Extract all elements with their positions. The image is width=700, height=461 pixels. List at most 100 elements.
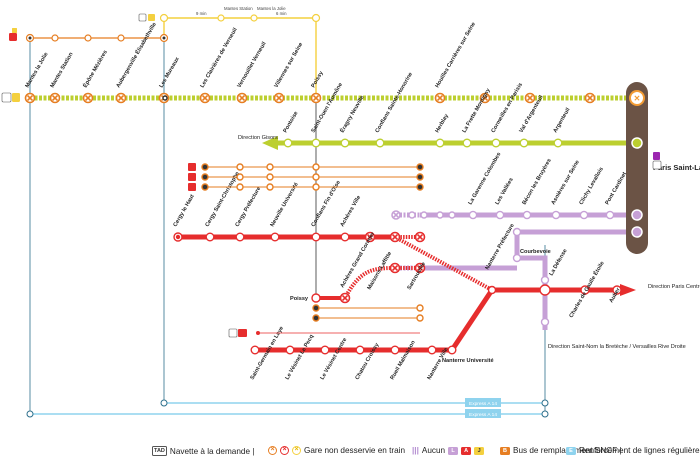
label-pont-cardinet: Pont Cardinet <box>605 171 629 206</box>
station-conflans-fin-doise <box>311 232 321 242</box>
label-la-defense: La Défense <box>549 248 569 277</box>
station-l-branch-c <box>540 317 550 327</box>
station-la-defense <box>539 284 551 296</box>
label-houilles: Houilles Carrières sur Seine <box>435 21 478 89</box>
label-herblay: Herblay <box>435 112 451 134</box>
station-vernouillet <box>236 92 248 104</box>
label-le-vesinet-pecq: Le Vésinet Le Pecq <box>285 333 316 381</box>
station-acheres-ville <box>340 232 350 242</box>
legend-gare-text: Gare non desservie en train <box>304 446 406 455</box>
line-l-icon: L <box>448 446 459 455</box>
label-vernouillet: Vernouillet Verneuil <box>237 41 268 89</box>
station-poissy-a <box>311 293 321 303</box>
station-nanterre-pref <box>487 285 497 295</box>
shuttle-stop-1-2 <box>266 173 274 181</box>
shuttle-low-0-0 <box>312 304 320 312</box>
station-maisons-laffitte <box>389 262 401 274</box>
station-poissy-j <box>310 92 322 104</box>
station-mantes-station <box>49 92 61 104</box>
station-les-clairieres <box>199 92 211 104</box>
station-cergy-le-haut-dot <box>175 234 181 240</box>
label-aubergenville: Aubergenville Élisabethville <box>114 21 158 89</box>
station-st-germain <box>250 345 260 355</box>
legend-navette: TAD Navette à la demande | <box>152 446 254 456</box>
label-cergy-st-christophe: Cergy Saint-Christophe <box>205 171 241 228</box>
station-l-closed <box>391 210 401 220</box>
station-eragny <box>340 138 350 148</box>
station-l-minor-3 <box>448 211 456 219</box>
label-cergy-le-haut: Cergy le Haut <box>173 194 196 228</box>
station-la-frette <box>462 138 472 148</box>
legend-renfort: E Renforcement de lignes régulières <box>566 446 700 455</box>
network-map: Express A 14 Express A 14 9 min 6 min Ma… <box>1 6 700 418</box>
label-nanterre-univ: Nanterre Université <box>442 358 494 364</box>
station-saint-ouen-laumone <box>311 138 321 148</box>
legend-renfort-text: Renforcement de lignes régulières <box>579 446 700 455</box>
station-acheres-x3 <box>414 231 426 243</box>
shuttle-low-0-1 <box>416 304 424 312</box>
station-houilles <box>434 92 446 104</box>
station-argenteuil <box>553 138 563 148</box>
label-les-vallees: Les Vallées <box>495 177 515 206</box>
shuttle-stop-2-4 <box>416 183 424 191</box>
label-pontoise: Pontoise <box>283 111 300 134</box>
station-acheres-gc <box>339 292 351 304</box>
bus-icon <box>188 183 196 191</box>
station-cormeilles <box>491 138 501 148</box>
station-villennes <box>273 92 285 104</box>
station-rueil <box>390 345 400 355</box>
label-acheres-ville: Achères Ville <box>340 195 363 228</box>
shuttle-stop-0-0 <box>201 163 209 171</box>
station-pont-cardinet <box>605 210 615 220</box>
station-chatou <box>355 345 365 355</box>
shuttle-stop-0-4 <box>416 163 424 171</box>
closed-station-icon: × <box>268 446 277 455</box>
shuttle-stop-0-1 <box>236 163 244 171</box>
line-j-icon: J <box>474 446 485 455</box>
legend-aucun: ||| Aucun L A J <box>412 446 485 455</box>
label-poissy-j: Poissy <box>311 70 326 89</box>
station-pontoise <box>283 138 293 148</box>
label-asnieres: Asnières sur Seine <box>551 159 581 206</box>
label-neuville-univ: Neuville Université <box>270 182 300 228</box>
label-mantes-station: Mantes Station <box>50 51 75 89</box>
direction-st-nom-label: Direction Saint-Nom la Bretèche / Versai… <box>548 344 686 350</box>
shuttle-stop-1-4 <box>416 173 424 181</box>
legend-aucun-text: Aucun <box>421 446 446 455</box>
shuttle-stop-1-1 <box>236 173 244 181</box>
label-becon: Bécon les Bruyères <box>522 158 553 206</box>
shuttle-stop-2-3 <box>312 183 320 191</box>
shuttle-stop-0-3 <box>312 163 320 171</box>
label-cergy-prefecture: Cergy Préfecture <box>235 186 263 228</box>
express-lines: Express A 14 Express A 14 <box>26 398 549 418</box>
station-val-dargenteuil <box>519 138 529 148</box>
paris-st-lazare-label: Paris Saint-Lazare <box>653 163 700 172</box>
station-charles-de-gaulle <box>580 285 590 295</box>
shuttle-low-1-0 <box>312 314 320 322</box>
station-l-minor-1 <box>420 211 428 219</box>
label-mantes-la-jolie: Mantes la Jolie <box>25 52 50 89</box>
bus-icon <box>188 163 196 171</box>
station-le-vesinet-pecq <box>285 345 295 355</box>
time-label-1: 9 min <box>196 11 207 16</box>
label-cormeilles: Cormeilles en Parisis <box>491 82 524 134</box>
station-clichy <box>579 210 589 220</box>
svg-text:✕: ✕ <box>634 94 641 103</box>
station-l-branch-d <box>512 227 522 237</box>
express-icon: E <box>566 446 576 455</box>
station-becon <box>522 210 532 220</box>
station-nanterre-ville <box>427 345 437 355</box>
station-herblay <box>435 138 445 148</box>
express-label-2: Express A 14 <box>469 412 497 418</box>
station-l-branch-a <box>512 253 522 263</box>
time-label-2: 6 min <box>276 11 287 16</box>
bus-icon: B <box>500 446 510 455</box>
station-mantes-la-jolie <box>24 92 36 104</box>
label-les-mureaux: Les Mureaux <box>159 56 182 89</box>
station-conflans-ste-honorine <box>375 138 385 148</box>
station-epone-mezieres <box>82 92 94 104</box>
station-j-extra-2 <box>584 92 596 104</box>
